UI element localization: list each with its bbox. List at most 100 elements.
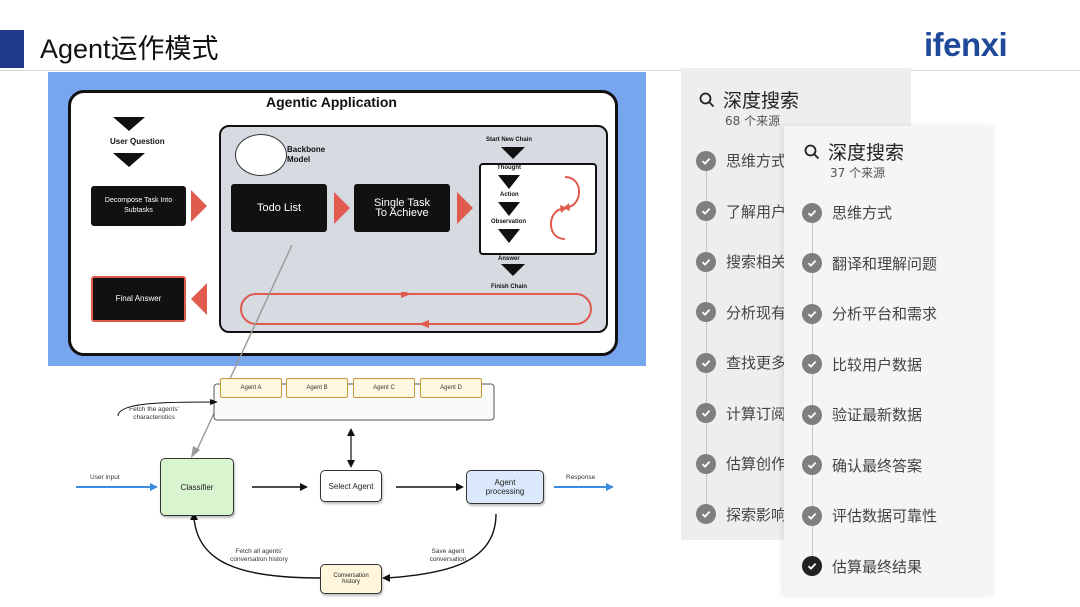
check-icon (802, 303, 822, 324)
backbone-label: Backbone Model (287, 145, 326, 164)
agent-chip: Agent D (420, 378, 482, 398)
save-conversation-label: Save agent conversation (429, 548, 467, 563)
step-item: 分析平台和需求 (802, 303, 937, 324)
step-item: 评估数据可靠性 (802, 505, 937, 526)
answer-label: Answer (498, 256, 520, 262)
title-accent-bar (0, 30, 24, 68)
step-label: 验证最新数据 (832, 406, 923, 424)
check-icon (802, 354, 822, 374)
check-icon (696, 504, 716, 524)
step-item: 确认最终答案 (802, 455, 922, 476)
feedback-loop-icon (240, 292, 592, 328)
step-label: 翻译和理解问题 (832, 254, 938, 273)
check-icon (802, 202, 822, 223)
search-icon (804, 144, 820, 159)
decompose-box: Decompose Task Into Subtasks (91, 186, 186, 226)
thought-label: Thought (497, 165, 521, 171)
header-divider (0, 70, 1080, 71)
arrow-down-icon (501, 147, 525, 159)
step-item: 翻译和理解问题 (802, 253, 937, 274)
check-icon (696, 251, 716, 272)
step-label: 计算订阅 (726, 404, 787, 423)
fetch-history-label: Fetch all agents' conversation history (230, 548, 288, 563)
agent-chip: Agent B (286, 378, 348, 398)
step-label: 评估数据可靠性 (832, 507, 938, 525)
arrow-down-icon (113, 153, 145, 167)
check-icon (802, 556, 822, 576)
todo-list-box: Todo List (231, 184, 327, 232)
step-label: 思维方式 (726, 152, 787, 170)
panel-header: 深度搜索 (804, 138, 904, 165)
panel-sources: 37 个来源 (830, 166, 886, 180)
reasoning-loop: Thought Action Observation (479, 163, 597, 255)
fetch-characteristics-label: Fetch the agents' characteristics (129, 406, 179, 421)
panel-header: 深度搜索 (699, 86, 799, 113)
arrow-right-icon (334, 192, 350, 224)
step-label: 了解用户 (726, 202, 787, 221)
panel-sources: 68 个来源 (725, 114, 781, 128)
user-input-label: User input (90, 474, 120, 481)
check-icon (696, 150, 716, 171)
arrow-down-icon (498, 202, 520, 216)
arrow-down-icon (113, 117, 145, 131)
check-icon (802, 404, 822, 425)
agentic-frame: Agentic Application User Question Decomp… (68, 90, 618, 356)
arrow-right-icon (457, 192, 473, 224)
start-chain-label: Start New Chain (486, 137, 533, 143)
classifier-box: Classifier (160, 458, 234, 516)
agentic-application-diagram: Agentic Application User Question Decomp… (48, 72, 646, 366)
deep-search-panel-front: 深度搜索 37 个来源 思维方式翻译和理解问题分析平台和需求比较用户数据验证最新… (784, 126, 994, 596)
observation-label: Observation (491, 219, 527, 225)
agent-chip: Agent C (353, 378, 415, 398)
check-icon (696, 403, 716, 423)
response-label: Response (566, 474, 596, 481)
panel-title: 深度搜索 (828, 142, 905, 164)
check-icon (696, 302, 716, 322)
select-agent-box: Select Agent (320, 470, 382, 502)
step-item: 思维方式 (696, 150, 786, 171)
user-question-label: User Question (110, 137, 165, 146)
single-task-box: Single Task To Achieve (354, 184, 450, 232)
step-label: 查找更多 (726, 354, 787, 372)
step-item: 探索影响 (696, 504, 786, 525)
brain-icon (235, 134, 287, 176)
finish-chain-label: Finish Chain (491, 284, 527, 290)
step-label: 估算创作 (726, 455, 787, 473)
final-answer-box: Final Answer (91, 276, 186, 322)
check-icon (802, 455, 822, 475)
check-icon (802, 253, 822, 273)
step-label: 搜索相关 (726, 253, 787, 271)
step-item: 比较用户数据 (802, 354, 922, 375)
step-item: 计算订阅 (696, 403, 786, 424)
check-icon (696, 352, 716, 373)
agentic-title: Agentic Application (266, 94, 397, 110)
check-icon (802, 505, 822, 526)
logo: ifenxi (924, 26, 1008, 63)
arrow-left-icon (191, 283, 207, 315)
action-label: Action (500, 192, 519, 198)
step-item: 估算最终结果 (802, 556, 922, 577)
step-item: 分析现有 (696, 302, 786, 323)
step-label: 分析现有 (726, 303, 787, 322)
panel-title: 深度搜索 (723, 90, 800, 112)
agent-routing-diagram: Agent A Agent B Agent C Agent D Fetch th… (48, 372, 646, 604)
agent-chip: Agent A (220, 378, 282, 398)
step-line (706, 160, 707, 510)
agent-processing-box: Agent processing (466, 470, 544, 504)
arrow-right-icon (191, 190, 207, 222)
step-item: 思维方式 (802, 202, 892, 223)
step-item: 搜索相关 (696, 251, 786, 272)
conversation-history-box: Conversation history (320, 564, 382, 594)
step-label: 比较用户数据 (832, 355, 923, 374)
step-label: 估算最终结果 (832, 557, 923, 576)
check-icon (696, 201, 716, 221)
backbone-frame: Backbone Model Todo List Single Task To … (219, 125, 608, 333)
arrow-down-icon (498, 175, 520, 189)
check-icon (696, 453, 716, 474)
step-item: 估算创作 (696, 453, 786, 474)
step-item: 验证最新数据 (802, 404, 922, 425)
arrow-down-icon (498, 229, 520, 243)
arrow-down-icon (501, 264, 525, 276)
step-item: 了解用户 (696, 201, 786, 222)
step-line (812, 212, 813, 567)
